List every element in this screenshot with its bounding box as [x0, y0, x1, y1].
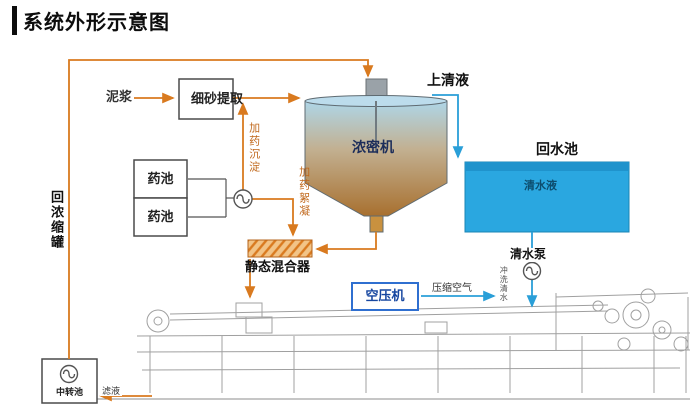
chem-pool-connectors [188, 178, 234, 218]
static-mixer-label: 静态混合器 [245, 259, 311, 274]
filtrate-label: 滤液 [100, 386, 123, 397]
transfer-pool-label: 中转池 [55, 387, 83, 397]
thickener-motor [365, 78, 388, 101]
compressed-air-label: 压缩空气 [432, 283, 472, 294]
clear-water-pump-label: 清水泵 [508, 247, 549, 262]
return-concentration-tank-label: 回浓缩罐 [48, 190, 64, 250]
thickener-tank [304, 78, 448, 233]
static-mixer-body [247, 239, 313, 258]
dosing-sedimentation-label: 加药沉淀 [247, 122, 260, 174]
mud-label: 泥浆 [106, 89, 133, 104]
blue-pipes [421, 94, 538, 308]
dosing-pump-icon [233, 189, 253, 209]
supernatant-label: 上清液 [427, 72, 469, 88]
air-compressor-label: 空压机 [365, 288, 405, 304]
underflow-pipe [315, 232, 377, 255]
flush-clear-water-label: 冲洗清水 [499, 266, 509, 302]
supernatant-pipe [432, 94, 464, 159]
chem-pool-a-label: 药池 [147, 170, 174, 186]
chem-pool-b-label: 药池 [147, 208, 174, 224]
dosing-flocculation-label: 加药絮凝 [297, 166, 310, 218]
thickener-label: 浓密机 [352, 139, 394, 155]
clear-water-label: 清水液 [524, 180, 557, 192]
transfer-pump-icon [59, 364, 79, 384]
dosing-flocculation-pipe [252, 198, 299, 237]
fine-sand-extraction-label: 细砂提取 [191, 90, 244, 106]
return-water-pool-label: 回水池 [536, 141, 578, 157]
return-water-pool [464, 161, 630, 233]
clear-water-pump-icon [522, 261, 542, 281]
page-title: 系统外形示意图 [12, 6, 170, 35]
